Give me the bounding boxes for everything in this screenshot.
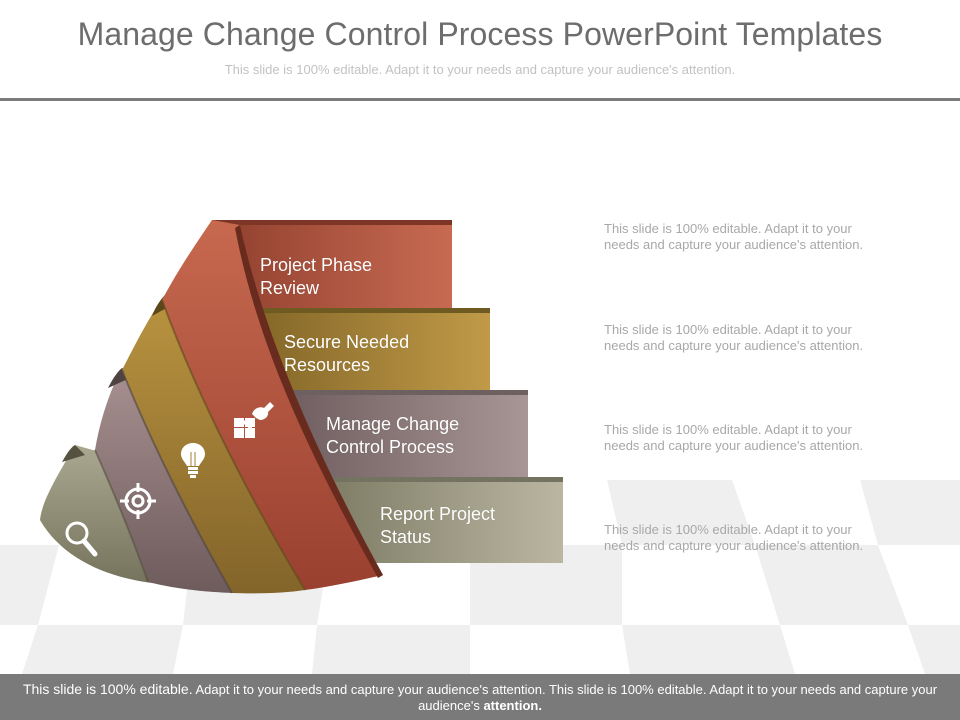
step-label-project-phase-review: Project Phase Review	[260, 254, 372, 300]
description-line: needs and capture your audience's attent…	[604, 438, 864, 453]
description-line: This slide is 100% editable. Adapt it to…	[604, 221, 852, 236]
step-label-report-project-status: Report Project Status	[380, 503, 495, 549]
description-line: This slide is 100% editable. Adapt it to…	[604, 322, 852, 337]
step-label-line: Manage Change	[326, 414, 460, 434]
step-label-line: Project Phase	[260, 255, 373, 275]
footer-body: Adapt it to your needs and capture your …	[192, 682, 938, 713]
step-description: This slide is 100% editable. Adapt it to…	[604, 322, 904, 354]
target-icon	[120, 483, 156, 519]
step-label-line: Review	[260, 278, 320, 298]
description-line: needs and capture your audience's attent…	[604, 237, 864, 252]
step-bar-project-phase	[212, 220, 452, 308]
puzzle-hand-icon	[234, 402, 274, 438]
step-description: This slide is 100% editable. Adapt it to…	[604, 422, 904, 454]
step-label-line: Control Process	[326, 437, 455, 457]
slide-footer: This slide is 100% editable. Adapt it to…	[0, 674, 960, 720]
magnifier-icon	[65, 521, 98, 557]
slide-header: Manage Change Control Process PowerPoint…	[0, 0, 960, 102]
description-line: needs and capture your audience's attent…	[604, 538, 864, 553]
lightbulb-icon	[181, 443, 205, 478]
step-label-line: Secure Needed	[284, 332, 410, 352]
footer-bold-tail: attention.	[483, 698, 542, 713]
step-label-line: Status	[380, 527, 432, 547]
step-description: This slide is 100% editable. Adapt it to…	[604, 221, 904, 253]
slide-title: Manage Change Control Process PowerPoint…	[77, 16, 883, 52]
step-label-line: Report Project	[380, 504, 496, 524]
step-label-line: Resources	[284, 355, 371, 375]
step-label-manage-change-control: Manage Change Control Process	[326, 413, 459, 459]
header-divider	[0, 98, 960, 101]
step-description: This slide is 100% editable. Adapt it to…	[604, 522, 904, 554]
description-line: This slide is 100% editable. Adapt it to…	[604, 522, 852, 537]
step-label-secure-needed-resources: Secure Needed Resources	[284, 331, 409, 377]
description-line: needs and capture your audience's attent…	[604, 338, 864, 353]
slide-subtitle: This slide is 100% editable. Adapt it to…	[224, 62, 736, 77]
description-line: This slide is 100% editable. Adapt it to…	[604, 422, 852, 437]
footer-lead: This slide is 100% editable.	[22, 681, 193, 697]
